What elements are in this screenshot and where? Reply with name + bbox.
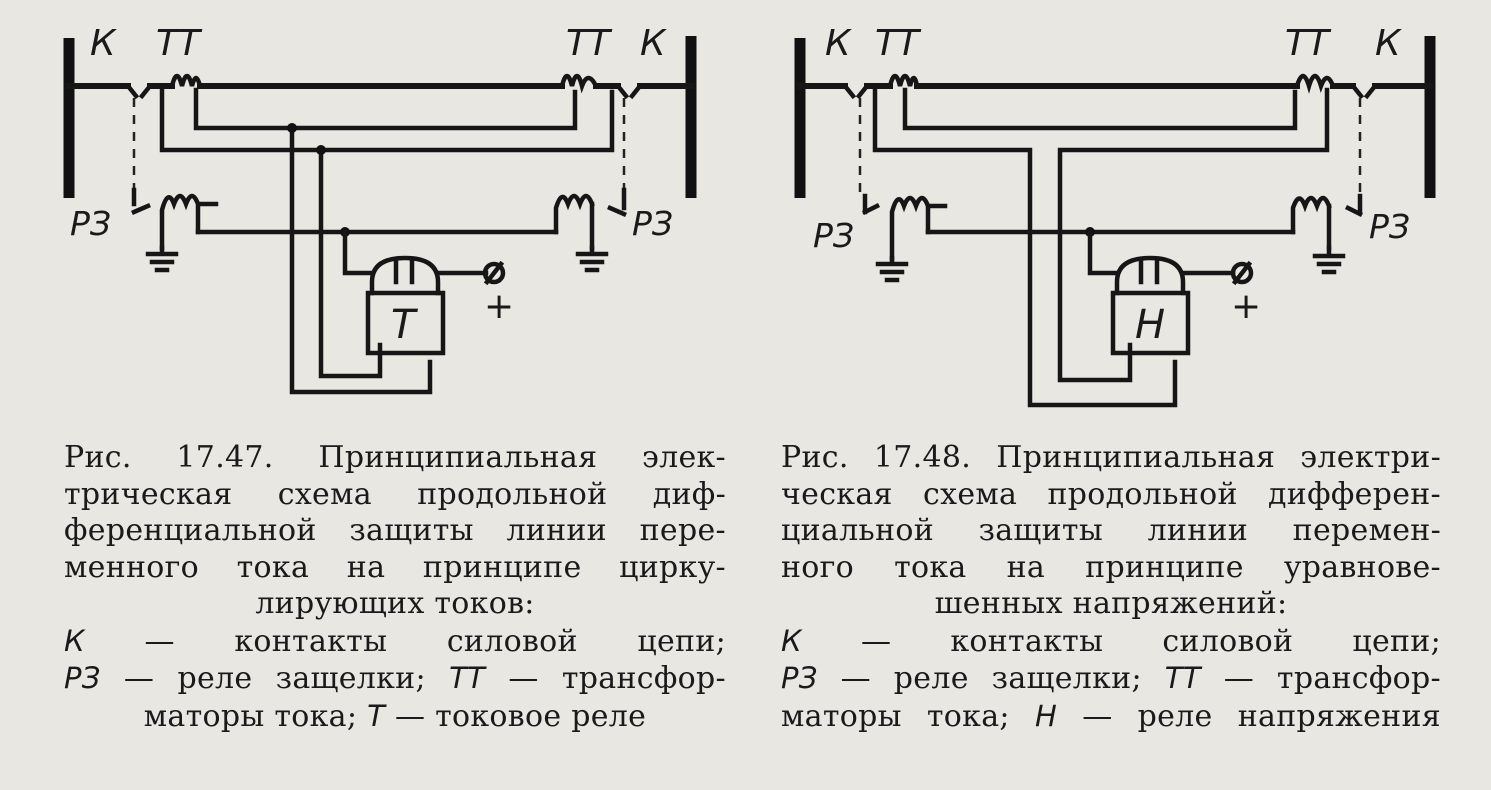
riser-right (318, 147, 383, 379)
label-tt-right: ТТ (1285, 23, 1332, 64)
relay-t-contact-dome (369, 255, 441, 296)
figure-number: Рис. 17.47. (64, 440, 274, 475)
latch-relay-coil-right (1290, 195, 1332, 251)
contact-k-right (1349, 82, 1379, 100)
pilot-wire-outer (159, 87, 615, 153)
label-rz-left: РЗ (813, 216, 854, 255)
plus-label: + (1231, 286, 1261, 327)
terminal-plus-right (1230, 261, 1254, 285)
label-tt-left: ТТ (875, 23, 922, 64)
circuit-diagram-right-svg: + Н К ТТ ТТ К РЗ РЗ (794, 23, 1436, 408)
legend-latch-ct: РЗ — реле защелки; ТТ — трансфор- (781, 661, 1441, 696)
latch-right-arm (1344, 193, 1364, 218)
figure-number: Рис. 17.48. (781, 440, 972, 475)
current-transformer-right (1294, 73, 1336, 94)
junction-dot (287, 123, 297, 133)
relay-contact-feed (342, 229, 375, 276)
relay-t-label: Т (391, 302, 419, 348)
ground-right (1312, 245, 1346, 275)
legend-relay: маторы тока; Т — токовое реле (143, 698, 647, 734)
pilot-wire-right (1057, 87, 1330, 383)
relay-t-contacts (393, 259, 415, 285)
current-transformer-left (887, 73, 920, 89)
circuit-diagram-left: + Т К ТТ ТТ К РЗ РЗ (0, 0, 745, 420)
label-k-left: К (90, 23, 117, 64)
pilot-wire-left (872, 87, 1178, 408)
relay-h-body (1110, 290, 1191, 356)
current-transformer-right (559, 73, 600, 94)
latch-relay-coil-left (159, 193, 219, 251)
legend-latch-ct: РЗ — реле защелки; ТТ — трансфор- (64, 661, 726, 696)
ground-left (145, 245, 179, 273)
label-k-left: К (825, 23, 852, 64)
ground-left (875, 255, 909, 283)
pilot-wire-inner (193, 87, 578, 131)
figure-caption-right: Рис. 17.48. Принципиальная электри- ческ… (781, 440, 1442, 734)
latch-relay-coil-left (889, 195, 948, 261)
relay-h-contacts (1138, 259, 1160, 285)
current-transformer-left (169, 73, 203, 89)
plus-label: + (484, 286, 514, 327)
terminal-plus-left (482, 261, 506, 285)
ground-right (575, 245, 609, 273)
relay-t-body (365, 290, 446, 356)
latch-left-arm (861, 193, 881, 216)
relay-h-label: Н (1135, 302, 1165, 348)
label-tt-left: ТТ (156, 23, 203, 64)
circuit-diagram-right: + Н К ТТ ТТ К РЗ РЗ (745, 0, 1491, 420)
relay-h-contact-dome (1114, 255, 1186, 296)
label-k-right: К (1375, 23, 1402, 64)
label-rz-left: РЗ (70, 204, 111, 243)
label-rz-right: РЗ (632, 204, 673, 243)
contact-k-left (841, 82, 871, 100)
circuit-diagram-left-svg: + Т К ТТ ТТ К РЗ РЗ (63, 23, 697, 395)
relay-contact-feed (1087, 229, 1120, 276)
legend-contacts: К — контакты силовой цепи; (781, 623, 1441, 659)
latch-left-arm (131, 187, 151, 215)
junction-dot (316, 145, 326, 155)
latch-relay-coil-right (553, 193, 595, 251)
riser-left (289, 125, 433, 395)
latch-right-arm (607, 187, 627, 217)
contact-k-left (124, 82, 154, 100)
legend-relay: маторы тока; Н — реле напряжения (781, 698, 1441, 734)
figure-caption-left: Рис. 17.47. Принципиальная элек- трическ… (64, 440, 726, 734)
contact-k-right (614, 82, 644, 100)
pilot-wire-inner (902, 87, 1298, 131)
legend-contacts: К — контакты силовой цепи; (64, 623, 726, 659)
label-tt-right: ТТ (566, 23, 613, 64)
label-k-right: К (640, 23, 667, 64)
label-rz-right: РЗ (1369, 207, 1410, 246)
